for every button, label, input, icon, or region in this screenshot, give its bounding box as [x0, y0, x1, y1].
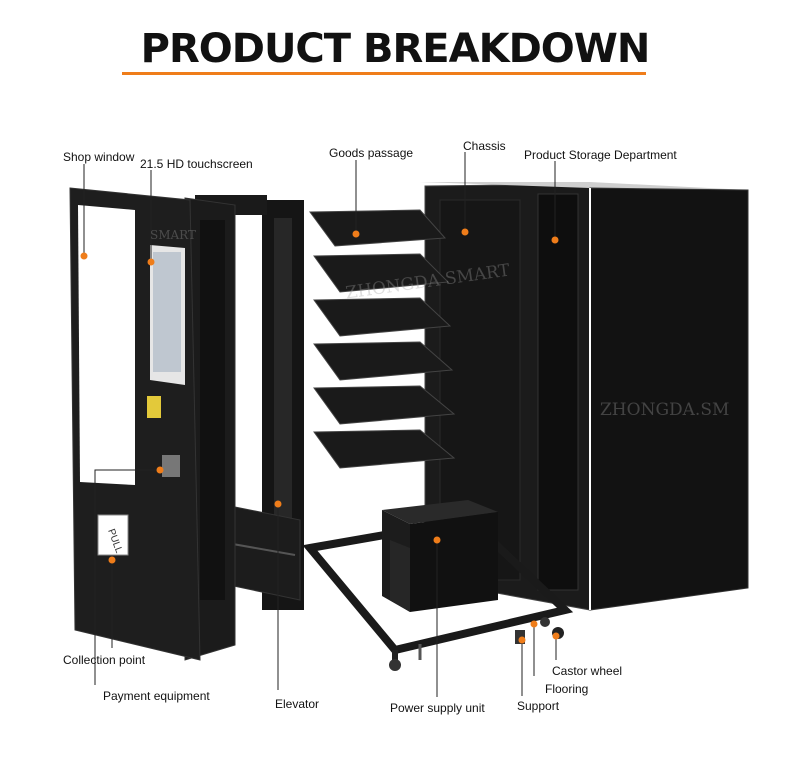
label-power-supply: Power supply unit	[390, 701, 485, 715]
title-underline	[122, 72, 646, 75]
label-elevator: Elevator	[275, 697, 320, 711]
watermark: ZHONGDA.SM	[600, 400, 730, 420]
callout-dot	[108, 556, 116, 564]
callout-dot	[461, 228, 469, 236]
callout-dot	[352, 230, 360, 238]
label-chassis: Chassis	[463, 139, 506, 153]
callout-dot	[433, 536, 441, 544]
callout-dot	[80, 252, 88, 260]
callout-dot	[518, 636, 526, 644]
label-product-storage: Product Storage Department	[524, 148, 677, 162]
power-supply-box	[382, 500, 498, 612]
label-payment-equipment: Payment equipment	[103, 689, 210, 703]
label-collection-point: Collection point	[63, 653, 146, 667]
label-goods-passage: Goods passage	[329, 146, 414, 160]
goods-passage-trays	[309, 209, 456, 469]
callout-dot	[156, 466, 164, 474]
watermark: SMART	[150, 228, 197, 242]
callout-dot	[147, 258, 155, 266]
page-title: PRODUCT BREAKDOWN	[140, 26, 651, 72]
label-flooring: Flooring	[545, 682, 589, 696]
callout-dot	[530, 620, 538, 628]
leader-lines	[83, 152, 557, 697]
callout-dot	[552, 632, 560, 640]
label-shop-window: Shop window	[63, 150, 135, 164]
callout-dot	[551, 236, 559, 244]
label-touchscreen: 21.5 HD touchscreen	[140, 157, 253, 171]
label-castor-wheel: Castor wheel	[552, 664, 623, 678]
callout-dot	[274, 500, 282, 508]
label-support: Support	[517, 699, 560, 713]
callout-dots	[80, 228, 560, 644]
front-door: PULL	[69, 187, 201, 661]
